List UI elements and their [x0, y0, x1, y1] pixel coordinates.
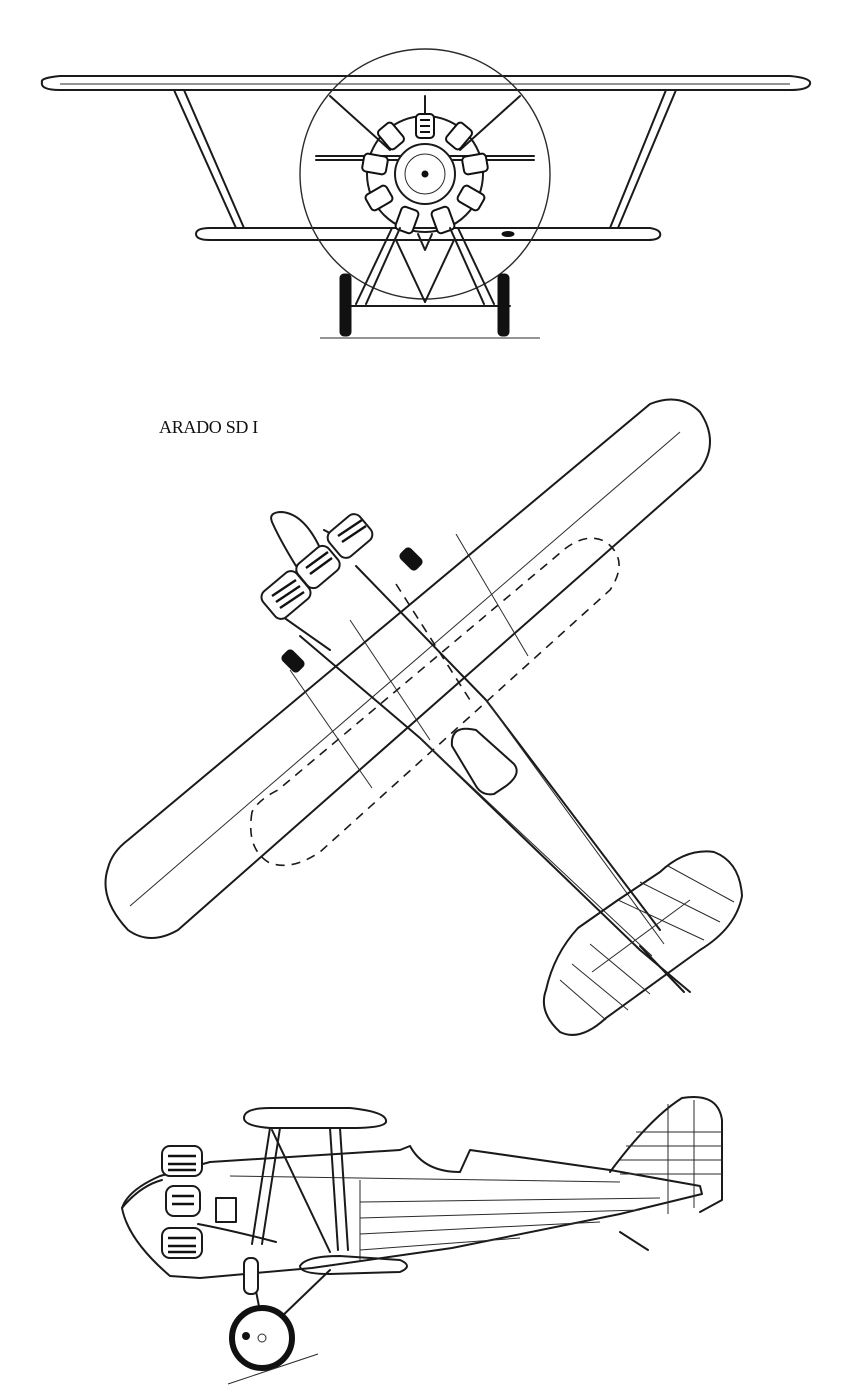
side-elevation-diagram	[121, 1096, 723, 1385]
side-view	[0, 1080, 850, 1394]
gun-barrel-right-icon	[399, 547, 423, 571]
lower-wing-front	[195, 227, 662, 241]
upper-wing-side	[243, 1107, 388, 1129]
engine-cylinders-side-icon	[161, 1145, 203, 1259]
gun-barrel-left-icon	[281, 649, 305, 673]
upper-wing-front	[40, 75, 812, 91]
aircraft-title: ARADO SD I	[159, 417, 259, 437]
wing-planform	[104, 398, 711, 939]
planform-view-diagram	[104, 398, 743, 1036]
right-wheel-icon	[497, 273, 510, 337]
radial-engine-cylinders-icon	[361, 113, 489, 235]
front-view	[0, 0, 850, 360]
cockpit-opening	[450, 727, 518, 796]
tail-fin	[609, 1096, 723, 1213]
top-view	[0, 380, 850, 1060]
left-wheel-icon	[339, 273, 352, 337]
tailplane	[542, 850, 743, 1036]
engine-cylinders-top-icon	[260, 513, 374, 620]
fuselage-side	[121, 1145, 703, 1279]
oleo-leg-icon	[243, 1257, 259, 1295]
front-view-diagram	[40, 48, 812, 339]
main-wheel-icon	[229, 1305, 295, 1371]
